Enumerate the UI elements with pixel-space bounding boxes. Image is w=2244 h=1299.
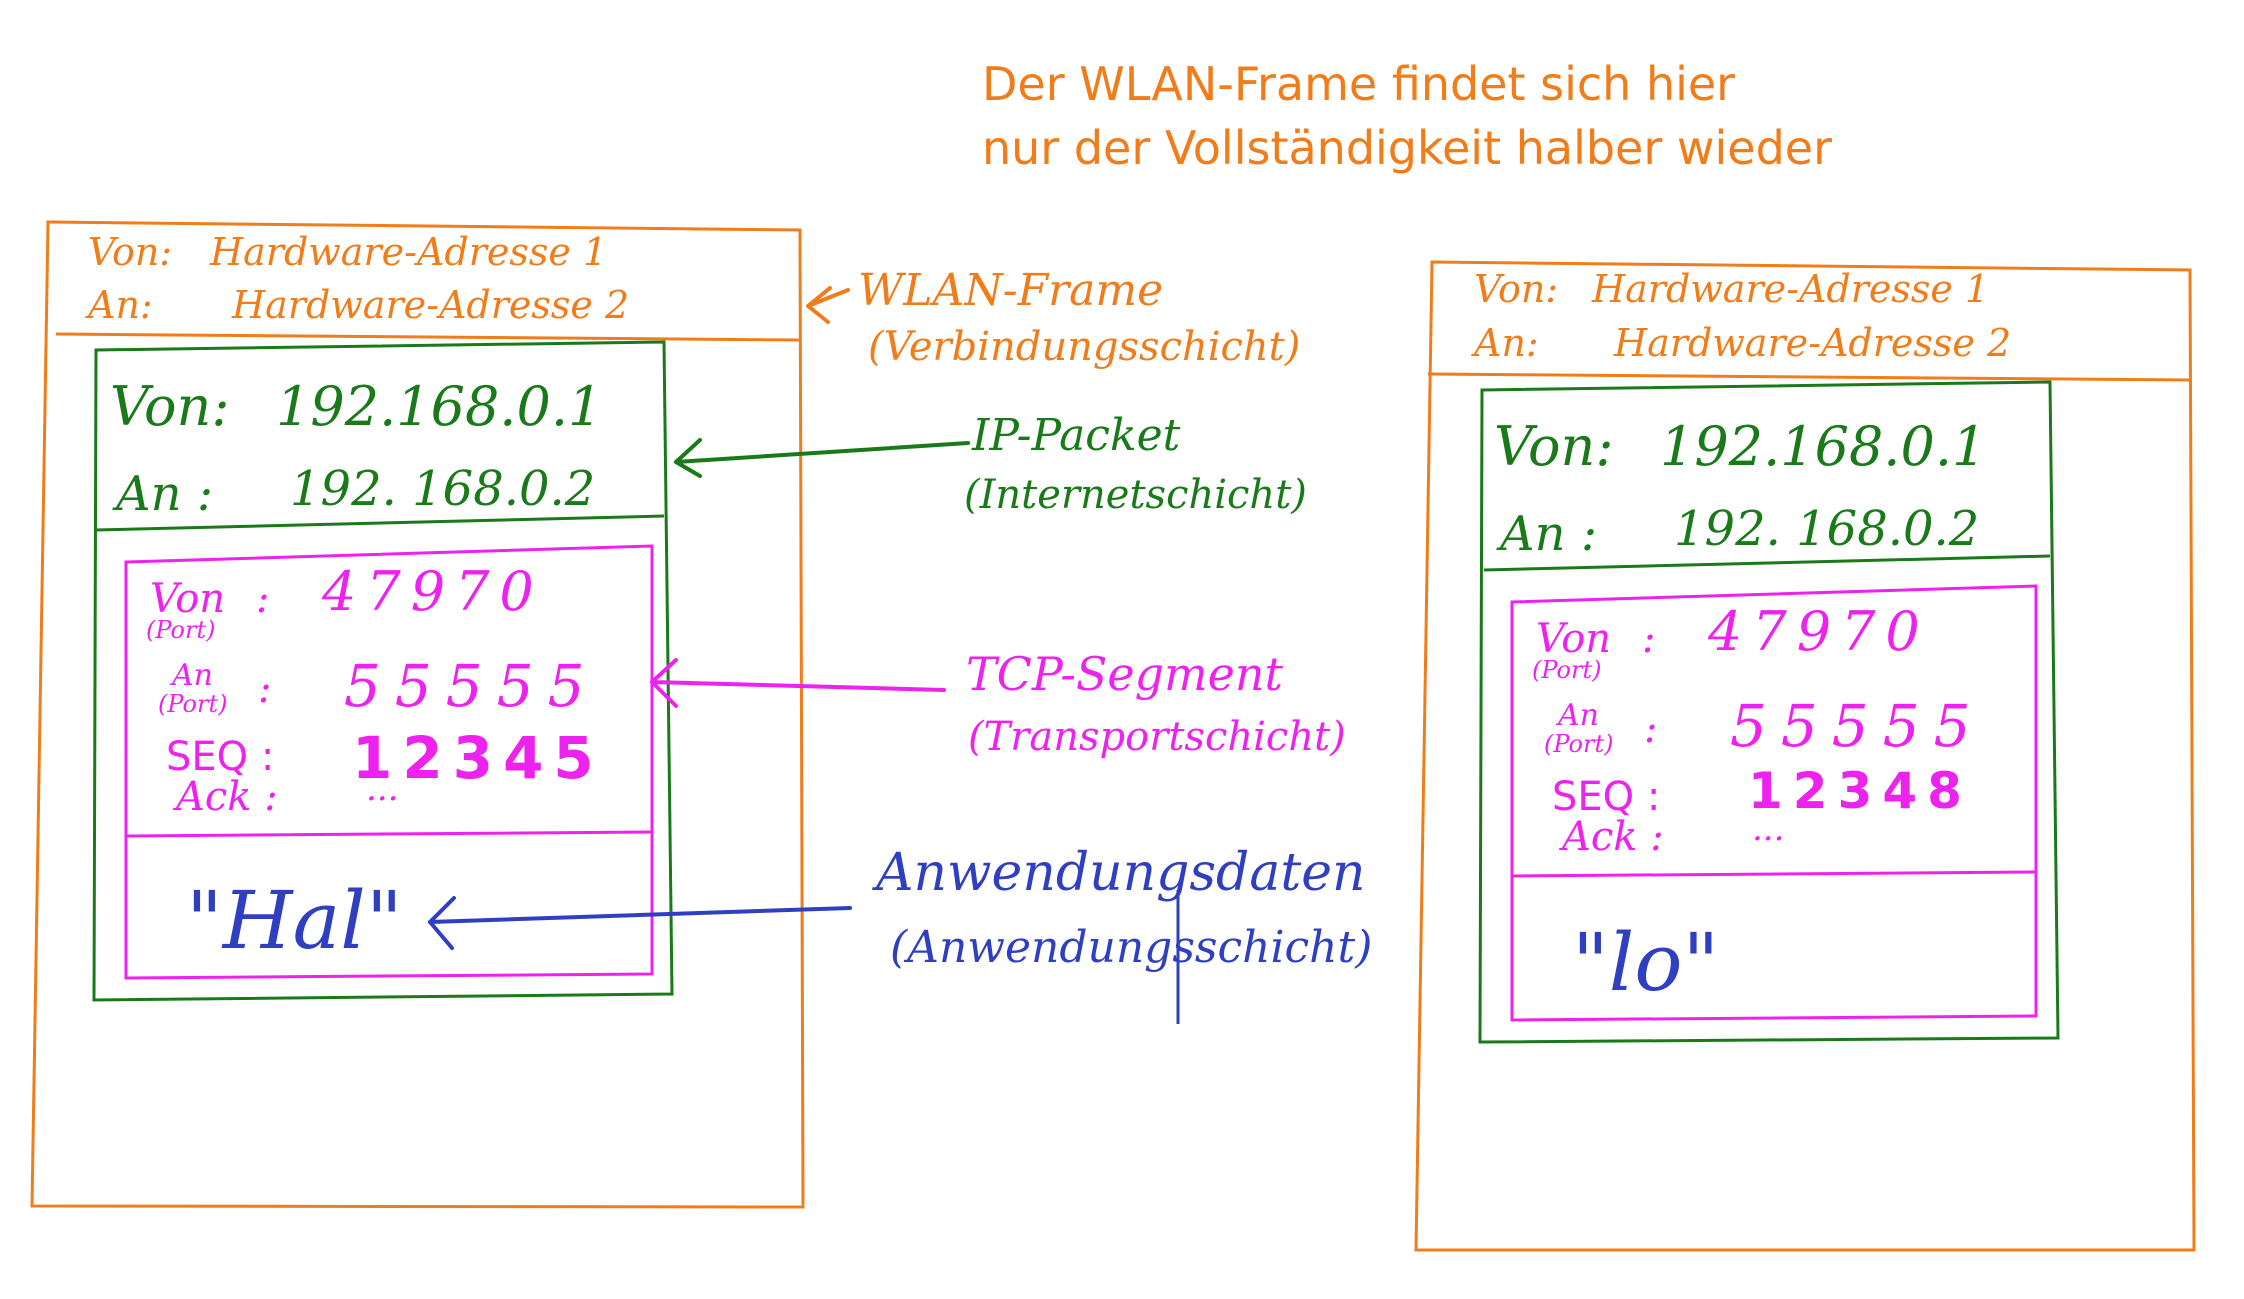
wlan-frame-box — [1414, 260, 2196, 1252]
annotation-tcp: TCP-Segment (Transportschicht) — [650, 647, 1346, 760]
ip-from-label: Von: — [1494, 415, 1614, 478]
wlan-frame-box — [30, 220, 805, 1209]
wlan-from-value: Hardware-Adresse 1 — [209, 230, 607, 274]
wlan-header-divider — [55, 332, 801, 342]
tcp-annotation-title: TCP-Segment — [966, 647, 1284, 701]
tcp-to-sub: (Port) — [158, 690, 227, 718]
tcp-from-colon: : — [1642, 616, 1655, 662]
tcp-to-value: 55555 — [1730, 692, 1985, 760]
wlan-annotation-subtitle: (Verbindungsschicht) — [868, 324, 1300, 370]
ip-to-label: An : — [1496, 506, 1597, 562]
tcp-from-sub: (Port) — [146, 616, 215, 644]
tcp-seq-value: 12345 — [352, 724, 604, 792]
ip-to-value: 192. 168.0.2 — [290, 461, 595, 517]
ip-header-divider — [1483, 554, 2051, 572]
wlan-to-label: An: — [1471, 321, 1539, 365]
wlan-arrow — [806, 286, 850, 324]
tcp-seq-value: 12348 — [1748, 762, 1972, 820]
annotation-wlan: WLAN-Frame (Verbindungsschicht) — [806, 265, 1300, 370]
header-note: Der WLAN-Frame findet sich hier nur der … — [982, 52, 1832, 180]
annotation-ip: IP-Packet (Internetschicht) — [674, 410, 1307, 518]
wlan-annotation-title: WLAN-Frame — [858, 265, 1163, 316]
wlan-to-value: Hardware-Adresse 2 — [1613, 321, 2011, 365]
tcp-header-divider — [1511, 870, 2037, 878]
tcp-from-value: 47970 — [321, 560, 544, 623]
tcp-to-label: An — [1555, 698, 1599, 733]
wlan-header-divider — [1427, 372, 2191, 382]
wlan-from-value: Hardware-Adresse 1 — [1591, 267, 1989, 311]
tcp-from-label: Von — [150, 576, 225, 622]
tcp-segment-box — [124, 544, 654, 980]
ip-header-divider — [95, 514, 665, 532]
tcp-from-value: 47970 — [1707, 600, 1930, 663]
tcp-seq-label: SEQ : — [1552, 774, 1660, 820]
tcp-to-sub: (Port) — [1544, 730, 1613, 758]
ip-to-value: 192. 168.0.2 — [1674, 501, 1979, 557]
tcp-ack-value: ... — [366, 769, 398, 809]
tcp-from-colon: : — [256, 576, 269, 622]
tcp-ack-label: Ack : — [1558, 814, 1664, 860]
header-note-line-1: Der WLAN-Frame findet sich hier — [982, 57, 1736, 111]
header-note-line-2: nur der Vollständigkeit halber wieder — [982, 121, 1833, 175]
tcp-to-value: 55555 — [344, 652, 599, 720]
application-data: "Hal" — [186, 874, 403, 967]
annotation-app: Anwendungsdaten (Anwendungsschicht) — [428, 843, 1372, 1024]
tcp-from-sub: (Port) — [1532, 656, 1601, 684]
tcp-to-label: An — [169, 658, 213, 693]
app-arrow — [428, 896, 852, 950]
tcp-ack-label: Ack : — [172, 774, 278, 820]
wlan-from-label: Von: — [1474, 267, 1558, 311]
ip-packet-box — [1478, 380, 2060, 1044]
tcp-to-colon: : — [258, 666, 271, 712]
ip-annotation-title: IP-Packet — [971, 410, 1181, 461]
tcp-segment-box — [1510, 584, 2038, 1022]
tcp-arrow — [650, 658, 946, 708]
tcp-to-colon: : — [1644, 706, 1657, 752]
ip-packet-box — [92, 340, 674, 1002]
tcp-ack-value: ... — [1752, 809, 1784, 849]
tcp-seq-label: SEQ : — [166, 734, 274, 780]
application-data: "lo" — [1572, 916, 1719, 1009]
ip-from-value: 192.168.0.1 — [276, 375, 602, 438]
packet-left: Von: Hardware-Adresse 1 An: Hardware-Adr… — [30, 220, 805, 1209]
wlan-to-value: Hardware-Adresse 2 — [231, 283, 629, 327]
ip-arrow — [674, 438, 970, 478]
packet-right: Von: Hardware-Adresse 1 An: Hardware-Adr… — [1414, 260, 2196, 1252]
wlan-from-label: Von: — [88, 230, 172, 274]
ip-from-value: 192.168.0.1 — [1660, 415, 1986, 478]
ip-annotation-subtitle: (Internetschicht) — [964, 472, 1307, 518]
tcp-header-divider — [125, 830, 653, 838]
ip-to-label: An : — [112, 466, 213, 522]
tcp-annotation-subtitle: (Transportschicht) — [968, 714, 1346, 760]
app-annotation-title: Anwendungsdaten — [872, 843, 1366, 903]
ip-from-label: Von: — [110, 375, 230, 438]
app-annotation-subtitle: (Anwendungsschicht) — [890, 922, 1372, 973]
tcp-from-label: Von — [1536, 616, 1611, 662]
wlan-to-label: An: — [85, 283, 153, 327]
